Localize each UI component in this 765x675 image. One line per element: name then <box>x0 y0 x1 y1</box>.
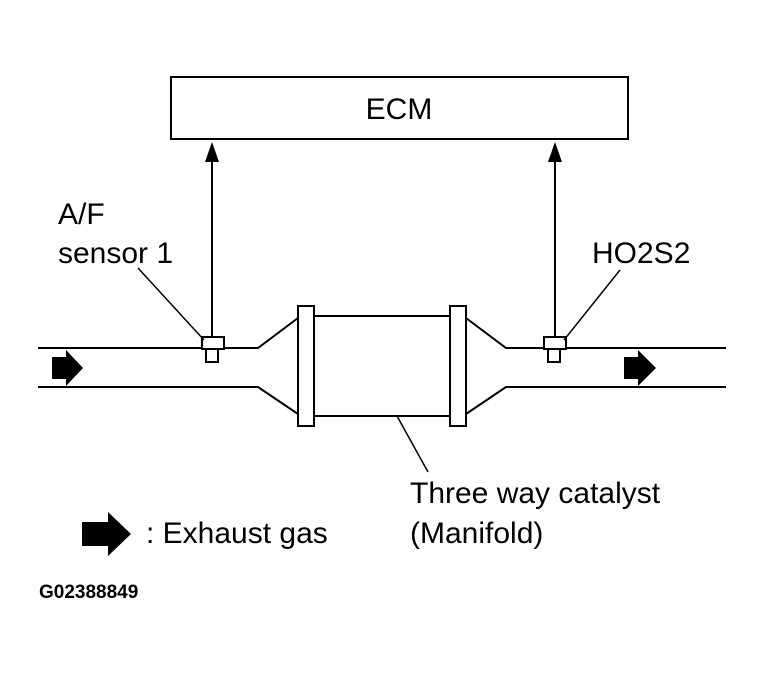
ho2s2-sensor <box>543 336 567 363</box>
ho2s2-leader-line <box>563 269 621 341</box>
catalyst-label-line2: (Manifold) <box>410 517 543 550</box>
exhaust-flow-arrow-out <box>624 350 656 386</box>
af-sensor-leader-line <box>137 267 205 341</box>
legend-text: : Exhaust gas <box>146 517 328 550</box>
ho2s2-label: HO2S2 <box>592 237 690 270</box>
catalyst-leader-line <box>396 415 429 473</box>
ecm-box: ECM <box>170 76 629 140</box>
catalyst-body <box>297 305 467 427</box>
legend-arrow-icon <box>82 512 131 556</box>
upstream-signal-arrow <box>205 142 219 337</box>
catalyst-label-line1: Three way catalyst <box>410 477 661 510</box>
exhaust-flow-arrow-in <box>52 350 83 386</box>
af-sensor-1 <box>201 336 225 363</box>
catalyst-flange-left <box>297 305 315 427</box>
af-sensor-label-line2: sensor 1 <box>58 237 173 270</box>
catalyst-flange-right <box>449 305 467 427</box>
figure-code: G02388849 <box>39 582 138 603</box>
downstream-signal-arrow <box>548 142 562 337</box>
ecm-label: ECM <box>366 93 433 126</box>
legend: : Exhaust gas <box>82 512 328 556</box>
exhaust-pipe <box>38 317 726 415</box>
af-sensor-label-line1: A/F <box>58 198 105 231</box>
